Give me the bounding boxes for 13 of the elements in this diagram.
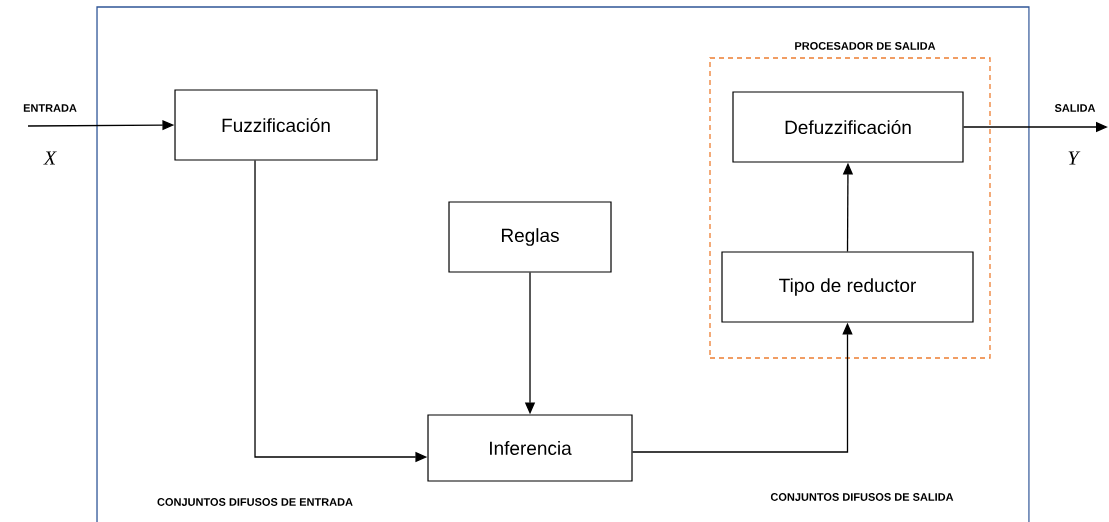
set-label: CONJUNTOS DIFUSOS DE ENTRADA [157,498,353,506]
set-label: CONJUNTOS DIFUSOS DE SALIDA [770,493,954,501]
process-box: Defuzzificación [732,91,964,163]
variable-label: X [43,151,57,165]
process-box: Reglas [448,201,612,273]
node-label: PROCESADOR DE SALIDA [795,42,936,50]
edge-label: ENTRADA [23,104,77,112]
process-box: Fuzzificación [174,89,378,161]
edge-label: SALIDA [1054,104,1096,112]
process-box: Tipo de reductor [721,251,974,323]
process-box: Inferencia [427,414,633,482]
frame-box [96,6,1030,522]
variable-label: Y [1068,151,1081,165]
